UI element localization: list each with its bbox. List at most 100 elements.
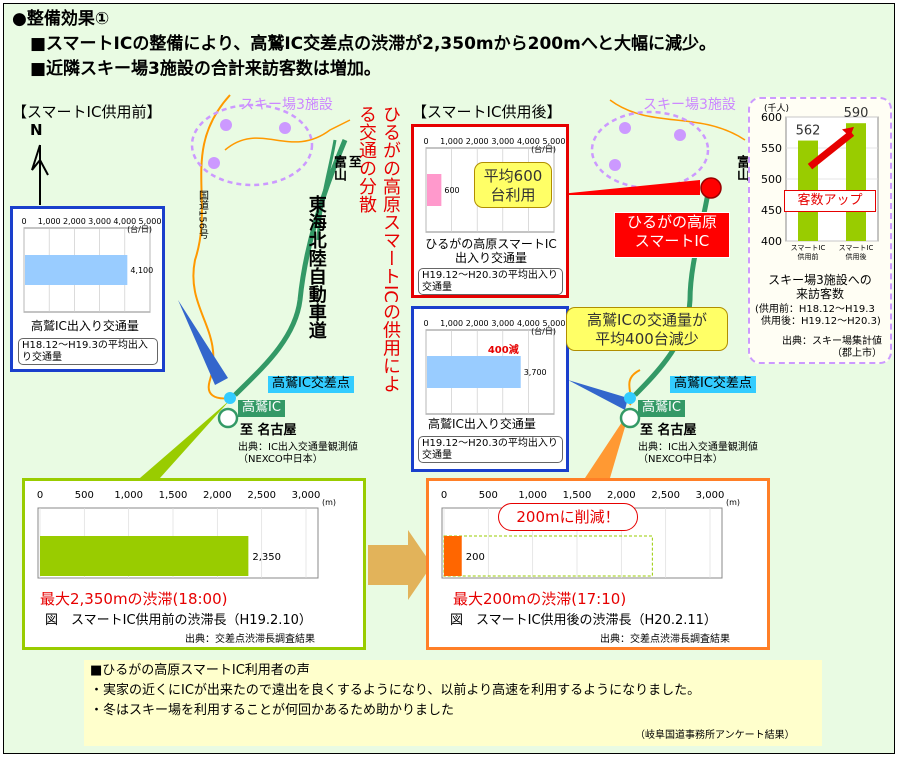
chart4-annotation: 最大2,350mの渋滞(18:00) [40, 590, 228, 608]
chart2-tick-label: 4,000 [517, 319, 540, 328]
chart4-tick-label: 1,000 [114, 490, 143, 501]
chart2-tick-label: 1,000 [440, 319, 463, 328]
source-after: 出典：IC出入交通量観測値 （NEXCO中日本） [638, 442, 758, 465]
north-arrow-icon [31, 144, 49, 205]
after-section-title: 【スマートIC供用後】 [412, 103, 562, 121]
voice-item-2: ・冬はスキー場を利用することが何回かあるため助かりました [90, 703, 455, 718]
chart5-bar [444, 536, 462, 576]
ski-resort-dot [609, 159, 621, 171]
page-title: ●整備効果① [12, 9, 110, 29]
chart3-category-label: スマートIC [839, 244, 874, 252]
chart0-tick-label: 2,000 [63, 217, 86, 226]
callout-avg-600: 平均600 台利用 [474, 162, 552, 208]
chart4-caption: 図 スマートIC供用前の渋滞長（H19.2.10） [45, 613, 312, 628]
increase-arrow-icon [807, 130, 855, 170]
north-label: N [30, 121, 43, 139]
chart3-tick-label: 600 [761, 111, 782, 124]
ski-label-before: スキー場3施設 [240, 97, 333, 113]
ski-area-ellipse-before [190, 103, 314, 187]
chart5-caption: 図 スマートIC供用後の渋滞長（H20.2.11） [450, 613, 717, 628]
local-road-before-2 [224, 119, 351, 151]
chart5-source: 出典：交差点渋滞長調査結果 [600, 634, 730, 645]
chart1-tick-label: 5,000 [543, 137, 566, 146]
transition-arrow-icon [368, 530, 432, 600]
increase-arrow-head-icon [842, 126, 854, 137]
chart4-tick-label: 1,500 [159, 490, 188, 501]
chart0-tick-label: 0 [21, 217, 26, 226]
chart3-period-before: (供用前：H18.12～H19.3 [755, 304, 875, 315]
chart0-value-label: 4,100 [130, 266, 153, 275]
chart3-value-label: 562 [796, 124, 821, 139]
chart5-unit-label: (m) [726, 498, 740, 507]
chart1-tick-label: 4,000 [517, 137, 540, 146]
chart5-tick-label: 500 [479, 490, 498, 501]
source-before: 出典：IC出入交通量観測値 （NEXCO中日本） [238, 442, 358, 465]
callout-increase: 客数アップ [784, 190, 876, 212]
local-road-after [609, 99, 746, 141]
chart3-ylabel: (千人) [764, 103, 789, 114]
ski-resort-dot [279, 122, 291, 134]
chart3-tick-label: 550 [761, 142, 782, 155]
chart1-bar [427, 174, 442, 206]
chart3-category-label: 供用後 [846, 252, 867, 261]
local-road-before [192, 94, 231, 400]
pointer-congestion-after [585, 410, 630, 478]
chart1-caption: ひるがの高原スマートIC 出入り交通量 [425, 237, 557, 265]
junction-dot-after [624, 392, 636, 404]
chart5-value-label: 200 [466, 552, 485, 563]
chart5-tick-label: 2,000 [607, 490, 636, 501]
chart5-tick-label: 1,000 [518, 490, 547, 501]
chart3-category-label: 供用前 [798, 252, 819, 261]
chart4-tick-label: 3,000 [292, 490, 321, 501]
chart3-caption: スキー場3施設への 来訪客数 [768, 273, 872, 301]
smart-ic-label: ひるがの高原 スマートIC [614, 212, 730, 258]
chart5-tick-label: 3,000 [696, 490, 725, 501]
chart4-unit-label: (m) [322, 498, 336, 507]
chart1-tick-label: 2,000 [466, 137, 489, 146]
callout-reduced-200: 200mに削減！ [498, 503, 638, 531]
chart2-tick-label: 5,000 [543, 319, 566, 328]
pointer-after-ic [568, 380, 628, 410]
chart1-note: H19.12～H20.3の平均出入り交通量 [418, 268, 563, 295]
chart5-tick-label: 0 [441, 490, 447, 501]
junction-dot-before [224, 392, 236, 404]
chart4-tick-label: 2,500 [247, 490, 276, 501]
user-voices-panel [84, 660, 822, 746]
chart0-unit-label: (台/日) [127, 224, 152, 234]
chart2-value-label: 3,700 [524, 368, 547, 377]
chart2-tick-label: 2,000 [466, 319, 489, 328]
chart3-period-after: 供用後：H19.12～H20.3) [761, 316, 881, 327]
chart1-unit-label: (台/日) [531, 144, 556, 154]
ic-label-after: 高鷲IC [638, 400, 685, 417]
pointer-smart-ic [550, 180, 700, 195]
callout-decrease-400: 高鷲ICの交通量が 平均400台減少 [566, 307, 728, 351]
ski-label-after: スキー場3施設 [643, 97, 736, 113]
chart2-tick-label: 0 [423, 319, 428, 328]
junction-label-before: 高鷲IC交差点 [268, 376, 354, 393]
pointer-before-ic [178, 300, 228, 385]
pointer-congestion-before [140, 400, 230, 478]
chart3-tick-label: 450 [761, 204, 782, 217]
chart4-tick-label: 500 [75, 490, 94, 501]
chart5-tick-label: 2,500 [651, 490, 680, 501]
chart1-tick-label: 1,000 [440, 137, 463, 146]
chart0-caption: 高鷲IC出入り交通量 [31, 319, 139, 333]
smart-ic-symbol [700, 177, 722, 199]
chart0-bar [25, 255, 128, 285]
chart3-tick-label: 400 [761, 235, 782, 248]
voice-item-1: ・実家の近くにICが出来たので遠出を良くするようになり、以前より高速を利用するよ… [90, 683, 701, 698]
summary-line-2: ■近隣スキー場3施設の合計来訪客数は増加。 [30, 59, 381, 79]
ski-resort-dot [619, 122, 631, 134]
ski-resort-dot [220, 119, 232, 131]
chart4-value-label: 2,350 [252, 552, 281, 563]
chart1-tick-label: 0 [423, 137, 428, 146]
ic-symbol-after [619, 407, 641, 429]
chart0-tick-label: 1,000 [38, 217, 61, 226]
ic-label-before: 高鷲IC [238, 400, 285, 417]
to-nagoya-after: 至 名古屋 [640, 423, 697, 438]
voices-title: ■ひるがの高原スマートIC利用者の声 [90, 663, 310, 678]
chart0-note: H18.12～H19.3の平均出入り交通量 [18, 338, 158, 365]
